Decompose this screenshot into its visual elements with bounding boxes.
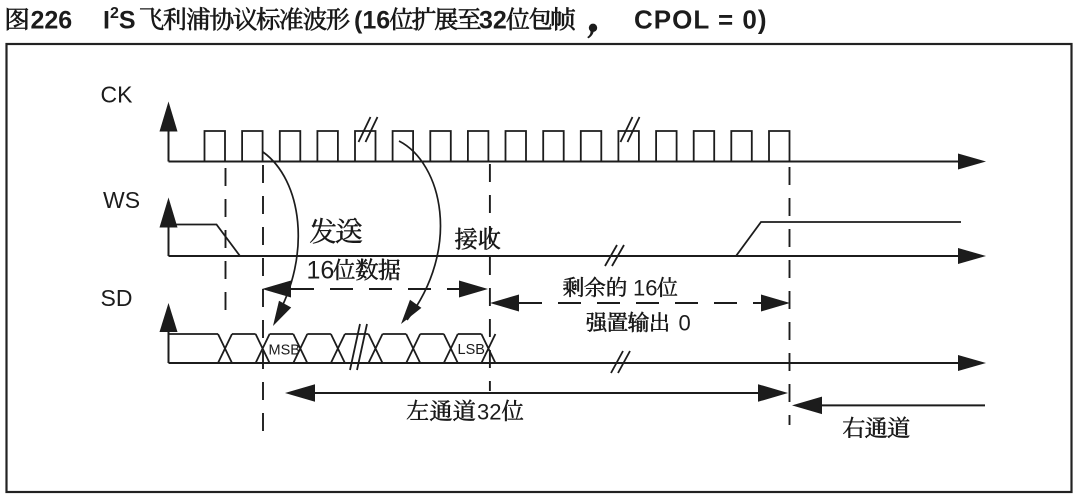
svg-text:I2S: I2S [103,5,136,35]
svg-text:32: 32 [479,7,507,35]
svg-text:CPOL = 0): CPOL = 0) [634,5,768,35]
svg-text:0: 0 [679,311,691,336]
svg-text:MSB: MSB [269,343,300,359]
svg-text:16: 16 [307,257,335,285]
svg-text:CK: CK [101,82,134,108]
svg-text:226: 226 [31,7,73,35]
svg-text:16: 16 [633,276,657,301]
svg-text:LSB: LSB [458,342,485,358]
svg-text:(16: (16 [354,7,390,35]
svg-text:SD: SD [101,285,133,311]
svg-text:WS: WS [103,187,140,213]
svg-text:32: 32 [477,400,501,425]
